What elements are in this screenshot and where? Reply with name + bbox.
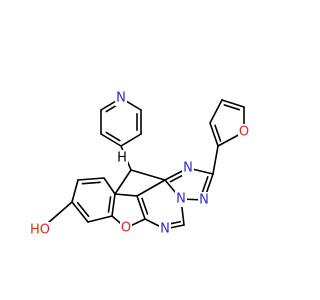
bond-C6a-C11a [136,195,146,220]
bond-Cp4-C11b [111,193,116,217]
n-triazole-right-atom-label: N [199,193,209,208]
bond-C11a-C11b [114,193,138,197]
bond-Cp4-C11b-double [107,196,112,213]
bond-C11b-Cq [103,177,116,195]
bond-py3-py4-double [105,131,121,142]
o-furan-label-bg [238,124,250,140]
n-bridge-atom-label: N [176,192,186,207]
bond-Fc1-Fc2 [209,122,219,147]
bond-C2-Fc1 [212,145,219,175]
n-bridge-label-bg [175,191,187,207]
bond-Fc3-Fc4 [221,99,245,108]
n-pyrimidine-atom-label: N [160,222,170,237]
bond-Cq-Cp1-double [81,181,101,185]
bond-C11a-C12a [136,179,166,197]
bond-Fc3-Fc4-double [223,104,241,111]
o-pyran-label-bg [120,220,132,236]
bond-Cp2-Cp3 [71,201,89,223]
h-methine-label-bg [116,150,128,166]
o-pyran-atom-label: O [121,221,131,236]
hydroxyl-label-bg [29,222,51,238]
bond-layer [39,97,245,231]
bond-Cp2-Cp3-double [76,201,90,218]
bond-C2-N3-double [200,176,209,196]
bond-C12-C11b [114,169,132,195]
o-furan-atom-label: O [239,125,249,140]
h-methine-atom-label: H [117,151,127,166]
n-triazole-upper-label-bg [182,160,194,176]
bond-Fc1-Fc2-double [214,124,222,142]
bond-Fc2-Fc3 [209,99,223,124]
n-pyridine-atom-label: N [116,91,126,106]
n-pyrimidine-label-bg [159,221,171,237]
bond-C12-C12a [130,169,166,181]
bond-C6a-C11a-double [141,197,149,215]
bond-Cq-Cp1 [77,177,105,181]
bond-Cp1-Cp2 [71,179,79,203]
hydroxyl-atom-label: HO [30,223,50,238]
n-triazole-upper-atom-label: N [183,161,193,176]
n-triazole-right-label-bg [198,192,210,208]
n-pyridine-label-bg [115,90,127,106]
bond-Cp3-Cp4 [87,215,113,223]
bond-py3-py4 [100,133,122,147]
bond-py4-py5 [120,133,142,147]
